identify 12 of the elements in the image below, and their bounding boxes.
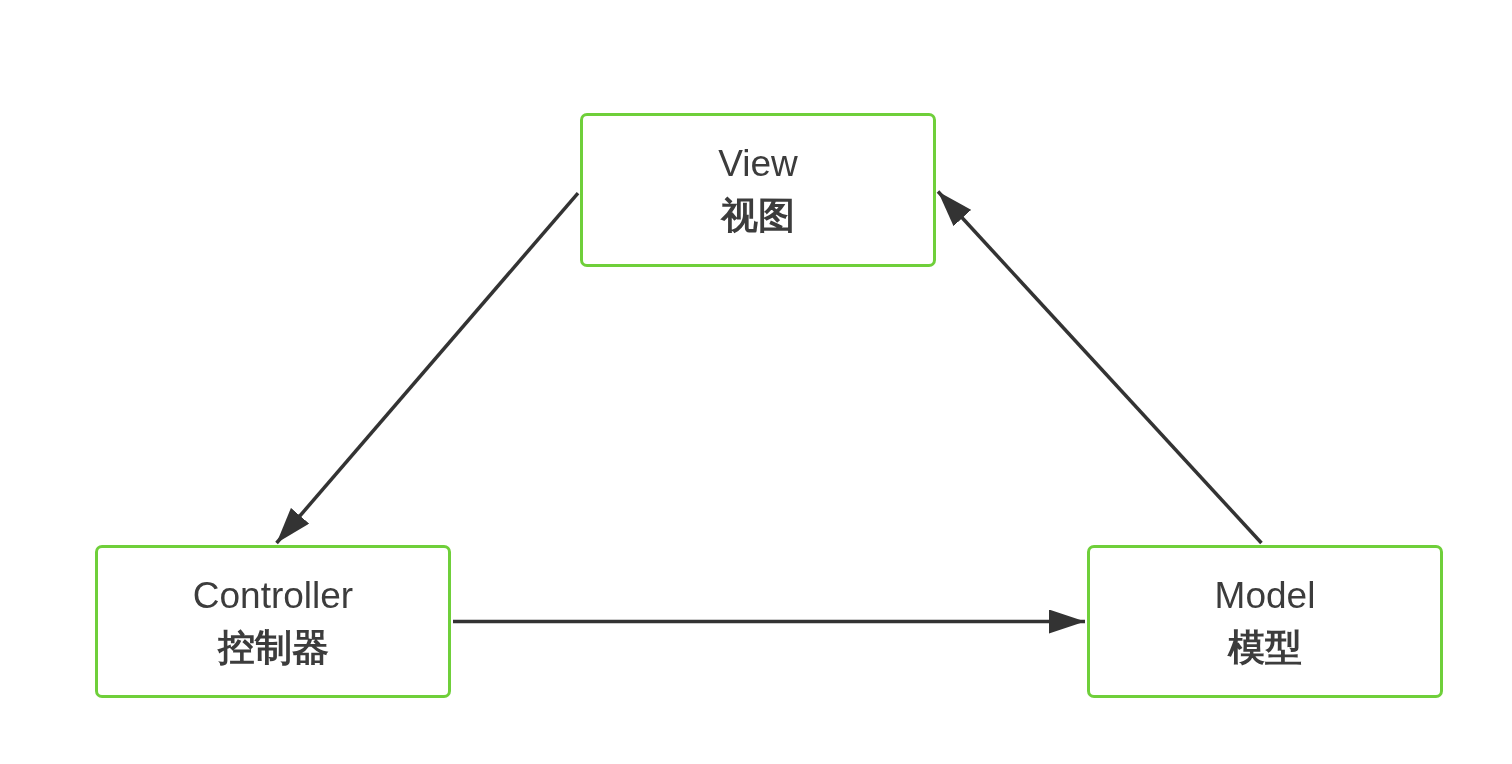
box-label: 控制器 <box>217 625 329 670</box>
arrow <box>275 191 580 545</box>
box-label: Model <box>1214 573 1316 618</box>
process-box <box>95 545 451 698</box>
arrow <box>936 190 1263 545</box>
box-label: 模型 <box>1228 625 1302 670</box>
box-label: View <box>718 142 798 187</box>
process-box <box>580 113 936 267</box>
box-label: Controller <box>192 573 354 618</box>
process-box <box>1087 545 1443 698</box>
box-label: 视图 <box>721 194 795 238</box>
arrow <box>453 609 1085 634</box>
